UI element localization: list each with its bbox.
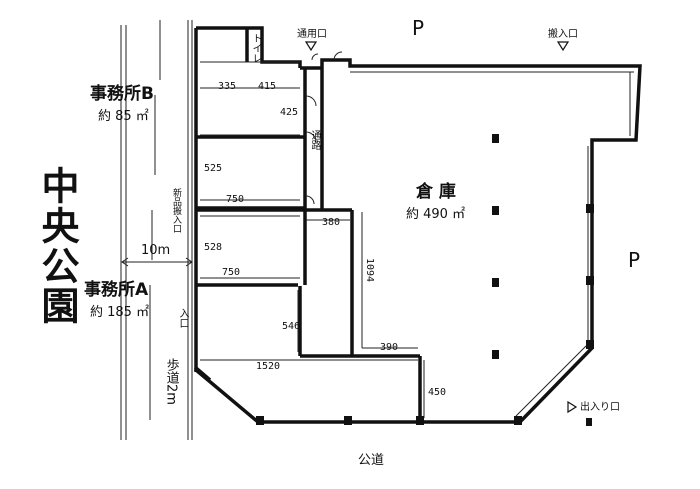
- building-walls: [194, 26, 642, 424]
- dim-750-bottom: 750: [222, 267, 241, 278]
- setback-label: 10m: [141, 243, 171, 258]
- dim-525: 525: [204, 163, 223, 174]
- office-a-area: 約 185 ㎡: [90, 305, 150, 320]
- sidewalk-label: 歩道2m: [163, 358, 179, 405]
- dim-450: 450: [428, 387, 447, 398]
- public-road-label: 公道: [358, 453, 385, 468]
- dim-380: 380: [322, 217, 341, 228]
- street-lines: [120, 20, 193, 440]
- passage-label: 通路: [309, 130, 320, 150]
- office-b-name: 事務所B: [90, 84, 154, 104]
- dim-750-top: 750: [226, 194, 245, 205]
- new-goods-entrance-label: 新品搬入口: [171, 188, 181, 233]
- setback-dimension: [121, 257, 193, 267]
- exit-entrance-label: 出入り口: [580, 402, 620, 413]
- loading-entrance-label: 搬入口: [548, 29, 578, 40]
- dim-1094: 1094: [364, 258, 375, 283]
- office-a-name: 事務所A: [84, 280, 149, 300]
- entrance-markers: [304, 41, 578, 414]
- inner-lines: [200, 61, 634, 418]
- toilet-label: トイレ: [250, 33, 261, 63]
- employee-entrance-label: 通用口: [297, 29, 327, 40]
- park-name: 中央公園: [35, 166, 79, 326]
- warehouse-area: 約 490 ㎡: [406, 207, 466, 222]
- columns: [256, 134, 594, 426]
- dim-335: 335: [218, 81, 237, 92]
- parking-top: P: [412, 16, 425, 40]
- warehouse-name: 倉 庫: [416, 182, 456, 202]
- dim-1520: 1520: [256, 361, 281, 372]
- dim-425: 425: [280, 107, 299, 118]
- office-b-area: 約 85 ㎡: [98, 109, 149, 124]
- doors: [305, 51, 343, 205]
- dim-546: 546: [282, 321, 301, 332]
- dim-528: 528: [204, 242, 223, 253]
- dim-390: 390: [380, 342, 399, 353]
- dim-415: 415: [258, 81, 277, 92]
- parking-right: P: [628, 248, 641, 272]
- entrance-label: 入口: [177, 308, 188, 328]
